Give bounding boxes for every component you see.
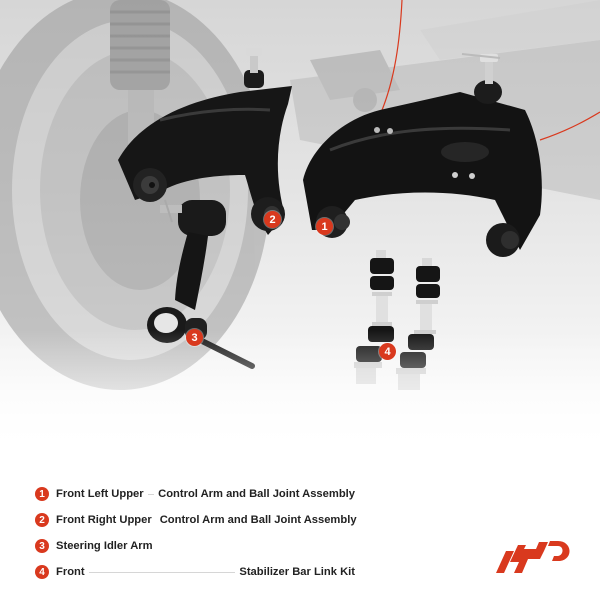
legend-item-part: Stabilizer Bar Link Kit xyxy=(239,566,355,578)
legend-divider-line xyxy=(88,571,236,573)
part-marker-2: 2 xyxy=(264,211,281,228)
legend-item-1: 1 Front Left Upper Control Arm and Ball … xyxy=(35,481,355,507)
part-marker-3: 3 xyxy=(186,329,203,346)
legend-item-part: Control Arm and Ball Joint Assembly xyxy=(158,488,355,500)
legend-divider-line xyxy=(147,493,155,495)
legend-item-2: 2 Front Right Upper Control Arm and Ball… xyxy=(35,507,357,533)
suspension-parts-illustration xyxy=(0,0,600,390)
legend-number-badge: 2 xyxy=(35,513,49,527)
part-marker-4: 4 xyxy=(379,343,396,360)
brand-logo-icon xyxy=(496,541,570,573)
legend-item-position: Front Left Upper xyxy=(56,488,144,500)
part-marker-1: 1 xyxy=(316,218,333,235)
legend-item-part: Control Arm and Ball Joint Assembly xyxy=(159,514,357,526)
legend-number-badge: 3 xyxy=(35,539,49,553)
legend-number-badge: 4 xyxy=(35,565,49,579)
product-photo: 1 2 3 4 xyxy=(0,0,600,470)
right-control-arm-icon xyxy=(303,53,542,257)
legend-item-position: Steering Idler Arm xyxy=(56,540,153,552)
legend-item-position: Front xyxy=(56,566,85,578)
legend-item-3: 3 Steering Idler Arm xyxy=(35,533,355,559)
legend-item-position: Front Right Upper xyxy=(56,514,152,526)
legend-item-4: 4 Front Stabilizer Bar Link Kit xyxy=(35,559,355,585)
legend-number-badge: 1 xyxy=(35,487,49,501)
parts-legend: 1 Front Left Upper Control Arm and Ball … xyxy=(35,481,357,585)
image-fade-overlay xyxy=(0,330,600,470)
